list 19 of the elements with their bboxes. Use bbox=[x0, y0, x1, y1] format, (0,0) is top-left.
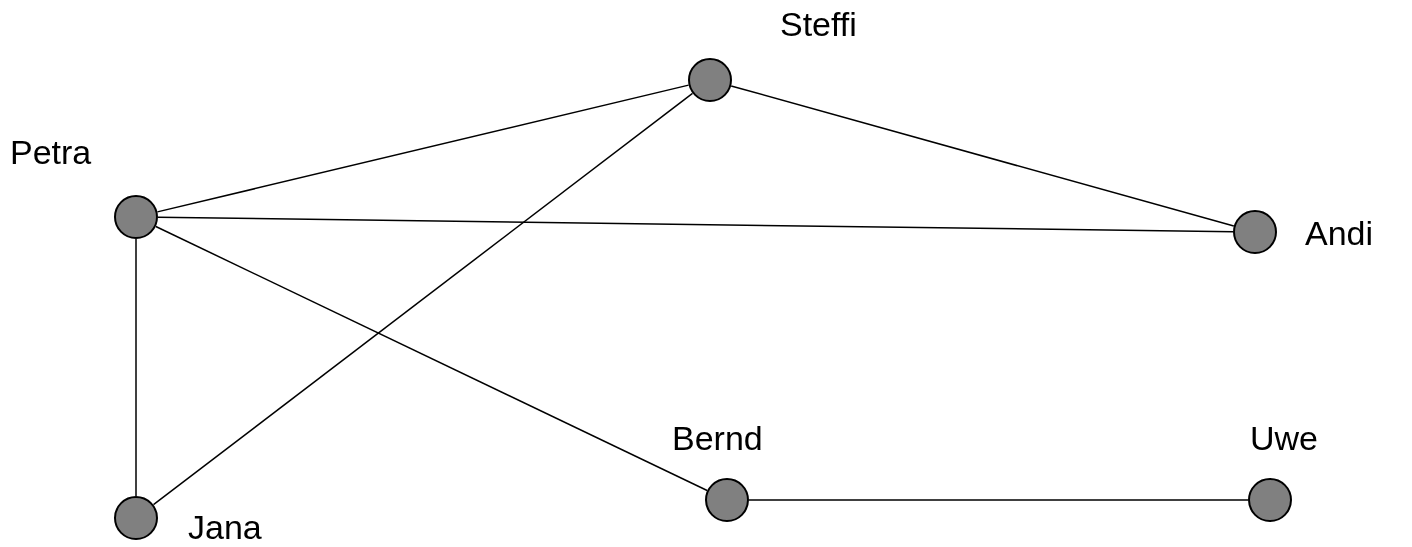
node-label: Petra bbox=[10, 132, 92, 172]
connector-line bbox=[135, 238, 137, 497]
node-circle bbox=[1248, 478, 1292, 522]
connector-line bbox=[155, 225, 708, 492]
node-label: Steffi bbox=[780, 4, 857, 44]
connector-line bbox=[156, 84, 690, 213]
node-label: Uwe bbox=[1250, 418, 1319, 458]
connector-line bbox=[157, 216, 1234, 233]
node-circle bbox=[688, 58, 732, 102]
node-circle bbox=[114, 496, 158, 540]
connector-line bbox=[730, 85, 1235, 227]
node-label: Andi bbox=[1305, 213, 1374, 253]
node-label: Jana bbox=[188, 507, 262, 547]
node-circle bbox=[705, 478, 749, 522]
connector-line bbox=[748, 499, 1249, 501]
connector-line bbox=[152, 92, 694, 506]
node-label: Bernd bbox=[672, 418, 763, 458]
node-circle bbox=[114, 195, 158, 239]
node-circle bbox=[1233, 210, 1277, 254]
